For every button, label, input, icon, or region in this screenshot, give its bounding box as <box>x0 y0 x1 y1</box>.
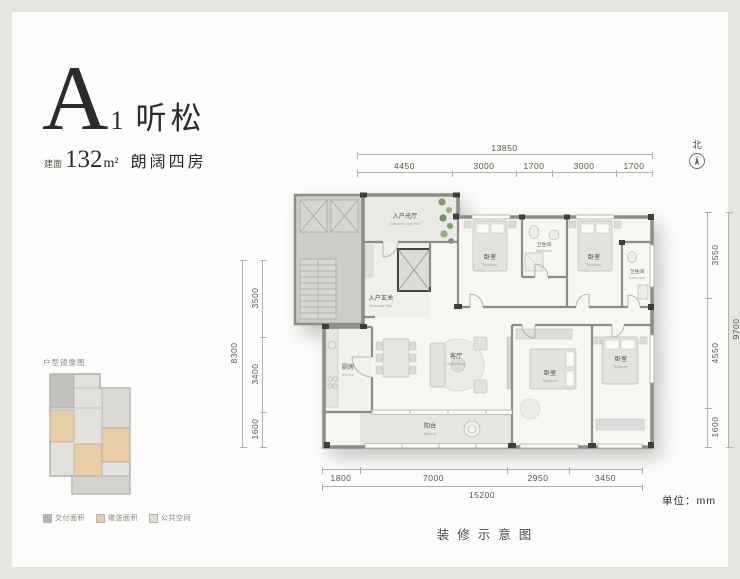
dim-left-seg: 3400 <box>250 363 260 385</box>
dim-right-seg: 4550 <box>710 342 720 364</box>
room-label-bath-1: 卫生间 <box>537 241 552 248</box>
room-label-en: Bedroom <box>543 379 557 383</box>
dim-top-seg: 3000 <box>552 161 617 177</box>
legend-item: 交付面积 <box>43 513 85 523</box>
legend-swatch <box>43 513 52 523</box>
dim-top-seg: 1700 <box>616 161 653 177</box>
dim-right-seg-line <box>705 408 712 448</box>
dim-value: 15200 <box>468 490 496 500</box>
thumbnail-label: 户型镜像图 <box>43 358 86 367</box>
dim-bottom-total: 15200 <box>322 484 643 500</box>
dim-left-total: 8300 <box>229 342 239 364</box>
dim-top-seg: 3000 <box>452 161 517 177</box>
room-label-en: Bedroom <box>483 263 497 267</box>
area-unit: m² <box>103 156 119 171</box>
dim-value: 3450 <box>595 473 616 483</box>
dim-top-seg: 1700 <box>516 161 553 177</box>
room-label-balcony: 阳台 <box>424 422 436 430</box>
area-label: 建面 <box>44 159 63 169</box>
legend-swatch <box>96 513 105 523</box>
dim-left-seg-line <box>260 412 267 448</box>
room-label-kitchen: 厨房 <box>342 363 354 371</box>
unit-number: 1 <box>110 106 124 135</box>
dim-left-seg-line <box>260 337 267 413</box>
dim-right-seg: 3550 <box>710 244 720 266</box>
dim-value: 13850 <box>491 143 518 153</box>
dim-value: 1700 <box>623 161 645 171</box>
room-label-entrance-light-hall: 入户光厅 <box>393 212 418 220</box>
legend-label: 赠送面积 <box>108 515 138 522</box>
columns <box>322 192 654 448</box>
room-label-en: Bedroom <box>614 365 628 369</box>
dim-left-seg: 3500 <box>250 287 260 309</box>
unit-tagline: 朗阔四房 <box>130 154 207 171</box>
area-value: 132 <box>65 146 103 173</box>
legend-label: 交付面积 <box>55 515 85 522</box>
room-label-entrance-hall: 入户玄关 <box>369 294 394 302</box>
room-label-en: Balcony <box>424 432 437 436</box>
unit-letter: A <box>42 47 109 149</box>
dim-right-seg-line <box>705 212 712 299</box>
unit-area: 建面 132 m² 朗阔四房 <box>44 146 207 174</box>
plan-caption: 装修示意图 <box>436 528 540 542</box>
room-label-en: Bathroom <box>629 276 645 280</box>
room-label-en: Bedroom <box>587 263 601 267</box>
unit-note: 单位：mm <box>662 495 716 507</box>
dim-bottom-seg: 1800 <box>322 467 361 483</box>
room-label-bedroom-2: 卧室 <box>588 253 600 261</box>
thumbnail-legend: 交付面积 赠送面积 公共空间 <box>43 513 191 523</box>
dim-value: 3000 <box>573 161 595 171</box>
room-label-living-room: 客厅 <box>450 352 462 360</box>
dim-right-seg-line <box>705 298 712 409</box>
room-labels: 入户光厅 Entrance Light Hall 卧室 Bedroom 卫生间 … <box>342 212 645 436</box>
floorplan-drawing: 入户光厅 Entrance Light Hall 卧室 Bedroom 卫生间 … <box>293 192 655 449</box>
room-label-bath-2: 卫生间 <box>630 268 645 275</box>
legend-swatch <box>149 513 158 523</box>
legend-item: 公共空间 <box>149 513 191 523</box>
dim-value: 3000 <box>473 161 495 171</box>
room-label-en: Living Room <box>446 362 466 366</box>
dim-bottom-seg: 3450 <box>569 467 643 483</box>
windows <box>364 214 655 449</box>
dim-top-total: 13850 <box>357 143 653 159</box>
north-label: 北 <box>692 140 702 151</box>
room-label-en: Kitchen <box>342 373 354 377</box>
room-label-en: Entrance Hall <box>370 304 392 308</box>
dim-value: 1700 <box>523 161 545 171</box>
dim-right-total: 9700 <box>731 318 740 340</box>
dim-right-seg: 1600 <box>710 416 720 438</box>
room-label-en: Entrance Light Hall <box>390 222 421 226</box>
unit-title: A 1 听松 <box>42 52 205 144</box>
room-label-en: Bathroom <box>536 249 552 253</box>
dim-value: 4450 <box>394 161 415 171</box>
compass-icon <box>689 153 705 169</box>
dim-left-seg-line <box>260 260 267 338</box>
room-label-bedroom-1: 卧室 <box>484 253 496 261</box>
dim-left-seg: 1600 <box>250 418 260 440</box>
dim-bottom-seg: 2950 <box>507 467 570 483</box>
dim-right-total-line <box>726 212 733 448</box>
dim-value: 7000 <box>423 473 444 483</box>
floorplan-card: A 1 听松 建面 132 m² 朗阔四房 北 13850 4450 3000 … <box>12 12 740 567</box>
door-arcs <box>351 241 641 378</box>
unit-name: 听松 <box>135 101 206 136</box>
dim-top-seg: 4450 <box>357 161 453 177</box>
dim-bottom-seg: 7000 <box>360 467 508 483</box>
room-label-bedroom-4: 卧室 <box>615 355 627 363</box>
dim-value: 2950 <box>527 473 549 483</box>
dim-value: 1800 <box>330 473 352 483</box>
thumbnail-plan <box>49 373 131 495</box>
legend-item: 赠送面积 <box>96 513 138 523</box>
dim-left-total-line <box>240 260 247 448</box>
north-indicator: 北 <box>686 137 708 175</box>
legend-label: 公共空间 <box>161 515 191 522</box>
room-label-bedroom-3: 卧室 <box>544 369 556 377</box>
furniture <box>325 220 649 438</box>
stair-core <box>299 199 359 320</box>
